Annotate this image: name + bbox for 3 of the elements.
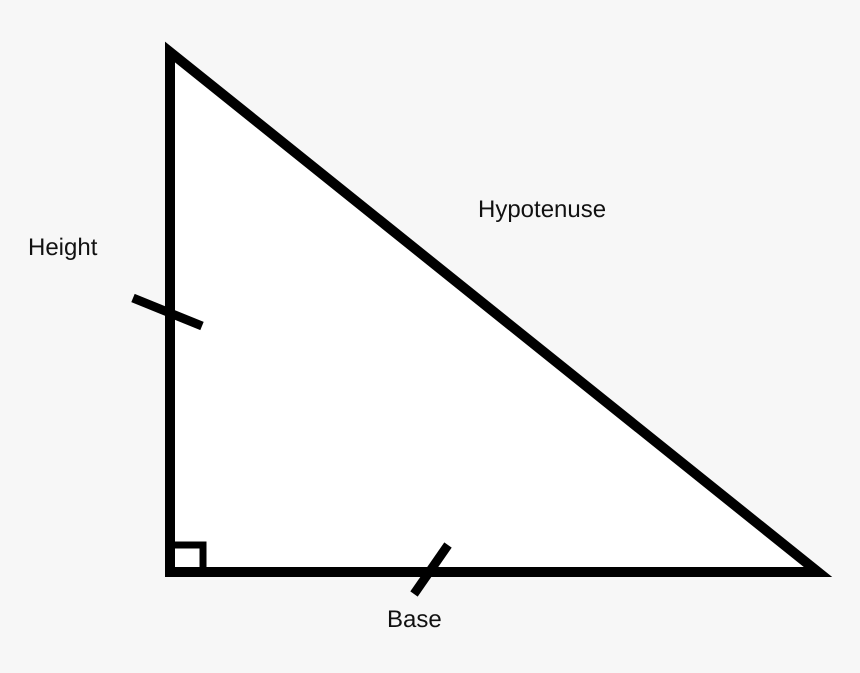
side-label: Height	[28, 236, 98, 260]
side-label: Hypotenuse	[478, 198, 606, 222]
side-label: Base	[387, 608, 442, 632]
